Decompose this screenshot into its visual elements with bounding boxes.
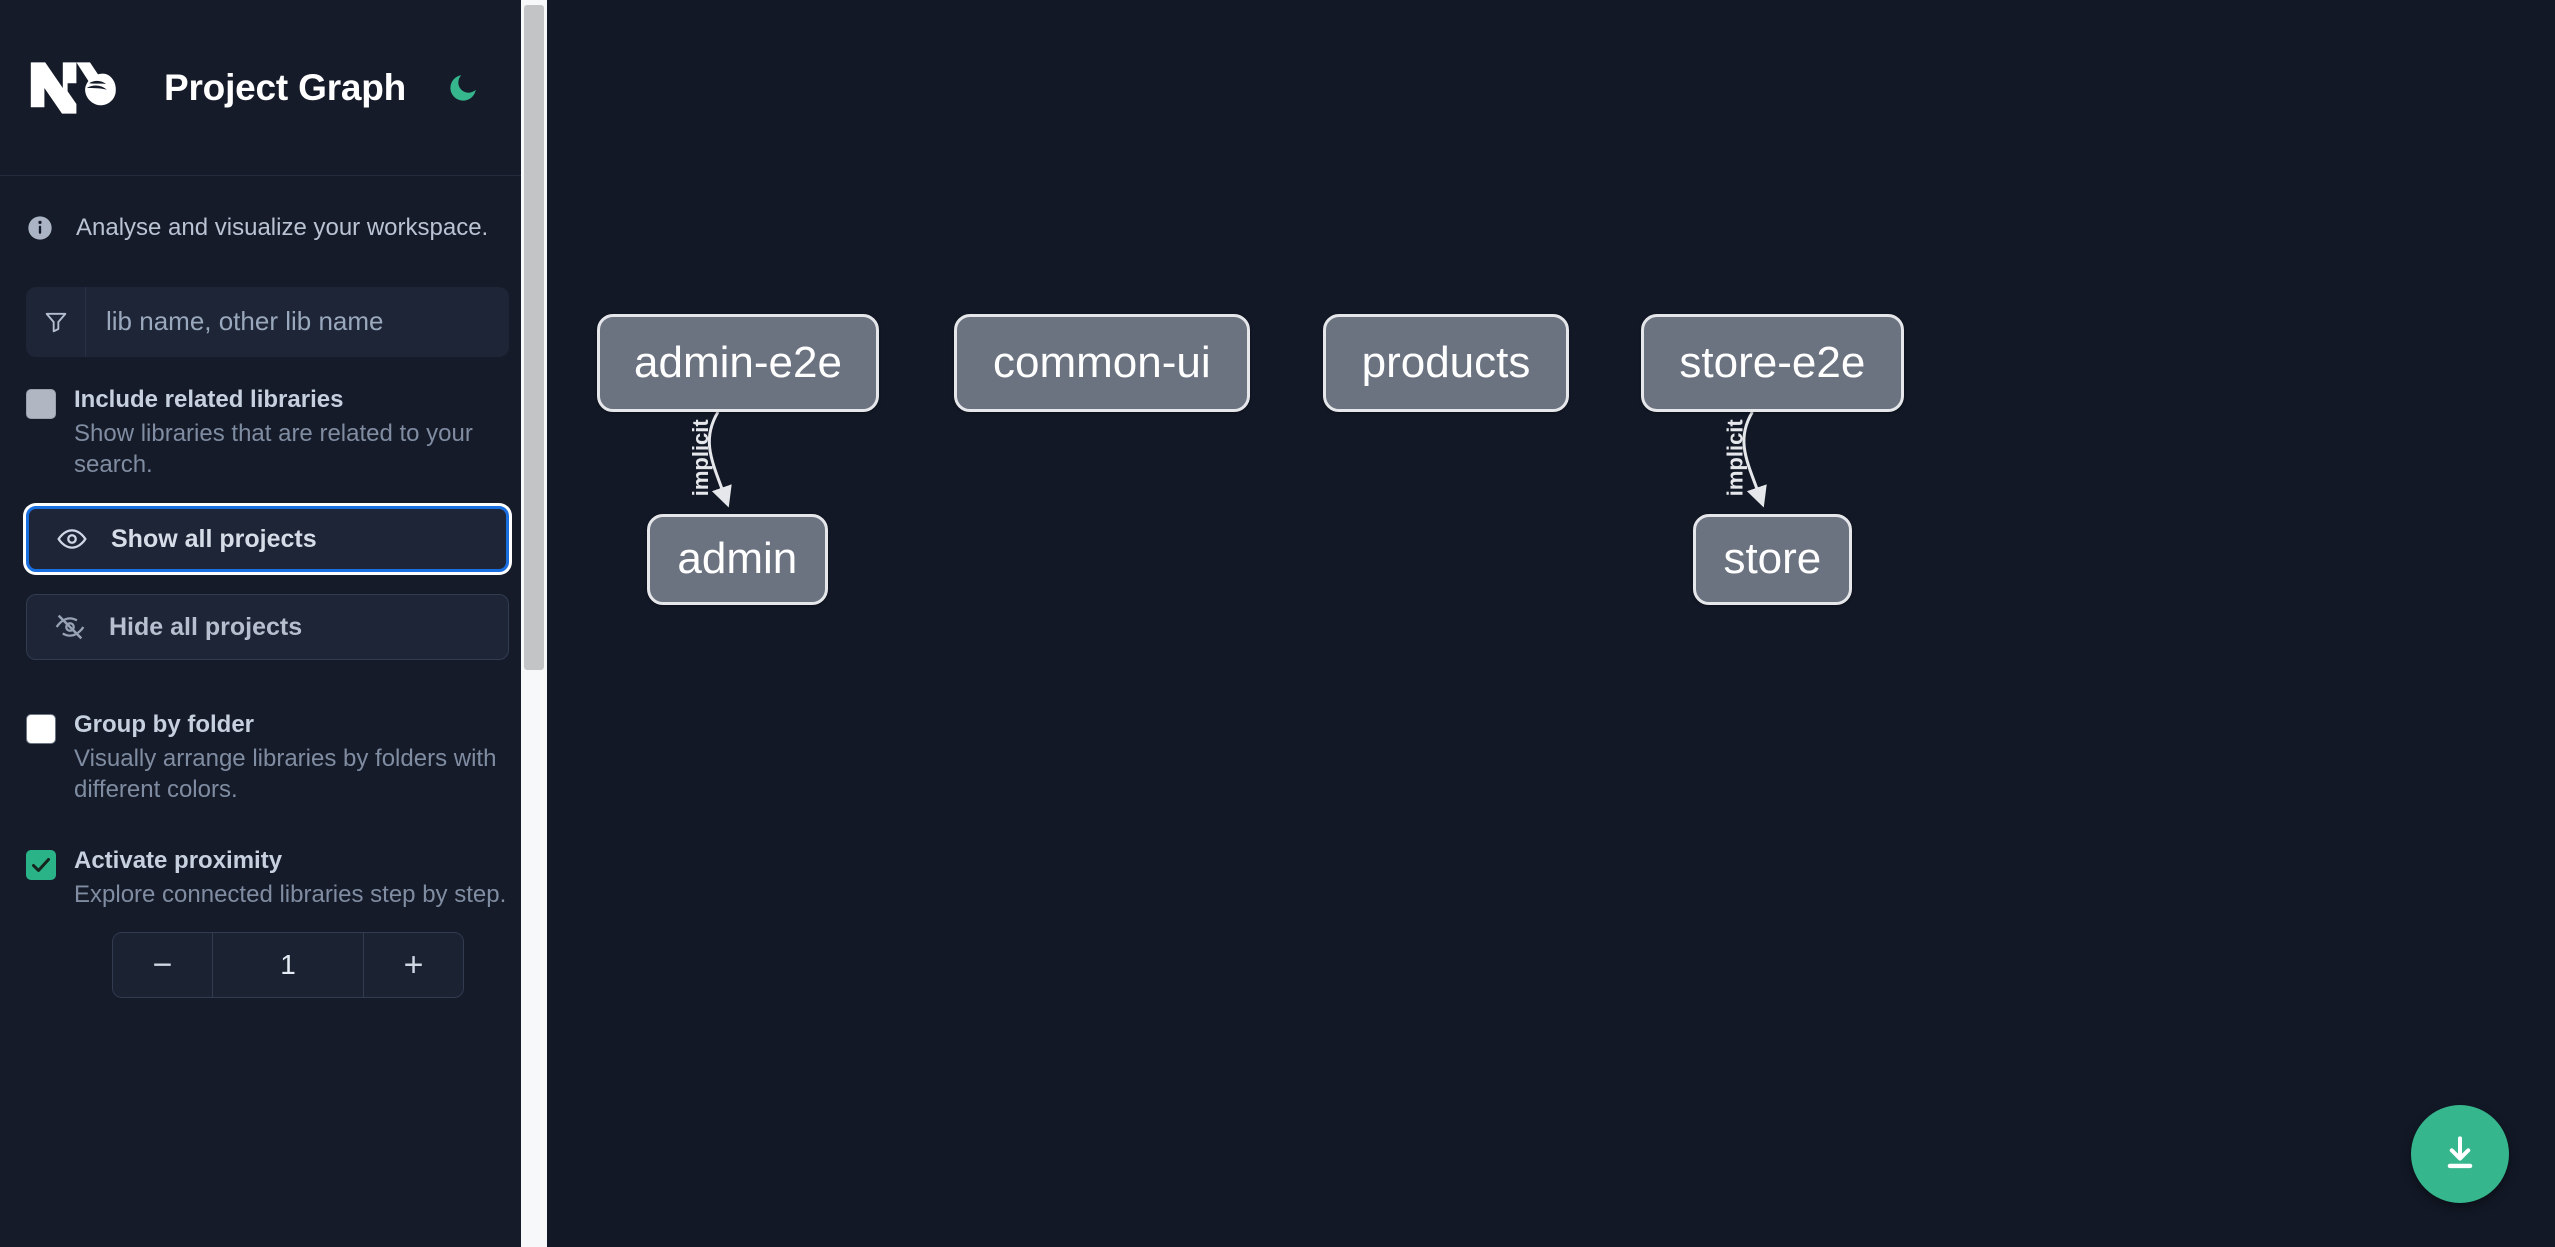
graph-node-store[interactable]: store xyxy=(1693,513,1852,605)
graph-edge-admin-e2e-to-admin xyxy=(707,411,732,508)
graph-canvas[interactable]: implicit implicit admin-e2e common-ui produ… xyxy=(547,0,2555,1247)
moon-icon[interactable] xyxy=(442,67,484,109)
graph-node-store-e2e[interactable]: store-e2e xyxy=(1640,314,1904,412)
graph-edge-store-e2e-to-store xyxy=(1742,411,1767,508)
show-all-projects-button[interactable]: Show all projects xyxy=(26,506,509,573)
proximity-stepper-wrap: − 1 + xyxy=(0,910,547,999)
include-related-libraries-checkbox[interactable] xyxy=(26,388,56,419)
show-all-projects-label: Show all projects xyxy=(111,524,317,553)
workspace-info-text: Analyse and visualize your workspace. xyxy=(76,214,489,241)
group-by-folder-checkbox[interactable] xyxy=(26,714,56,745)
activate-proximity-label: Activate proximity xyxy=(74,846,283,874)
option-group-by-folder[interactable]: Group by folder Visually arrange librari… xyxy=(0,682,547,805)
graph-node-admin[interactable]: admin xyxy=(646,513,829,605)
group-by-folder-label: Group by folder xyxy=(74,711,254,739)
option-activate-proximity[interactable]: Activate proximity Explore connected lib… xyxy=(0,806,547,911)
nx-logo-icon xyxy=(26,56,122,120)
proximity-decrement-button[interactable]: − xyxy=(113,933,213,998)
filter-row xyxy=(0,243,547,357)
hide-all-projects-button[interactable]: Hide all projects xyxy=(26,594,509,661)
proximity-increment-button[interactable]: + xyxy=(363,933,463,998)
workspace-info: Analyse and visualize your workspace. xyxy=(0,176,547,243)
info-icon xyxy=(26,214,54,242)
activate-proximity-description: Explore connected libraries step by step… xyxy=(74,880,507,908)
include-related-libraries-label: Include related libraries xyxy=(74,385,344,413)
search-input[interactable] xyxy=(86,286,509,357)
sidebar: Project Graph Analyse and visualize your… xyxy=(0,0,547,1247)
graph-edge-label: implicit xyxy=(688,419,713,497)
graph-node-common-ui[interactable]: common-ui xyxy=(953,314,1250,412)
option-include-related-libraries[interactable]: Include related libraries Show libraries… xyxy=(0,357,547,480)
proximity-stepper[interactable]: − 1 + xyxy=(112,932,464,999)
graph-edge-label: implicit xyxy=(1722,419,1747,497)
eye-off-icon xyxy=(53,610,87,644)
funnel-icon xyxy=(26,286,86,357)
graph-node-admin-e2e[interactable]: admin-e2e xyxy=(597,314,879,412)
filter-box[interactable] xyxy=(26,286,509,357)
download-button[interactable] xyxy=(2411,1105,2509,1203)
graph-edge-layer: implicit implicit xyxy=(688,411,1767,508)
include-related-libraries-description: Show libraries that are related to your … xyxy=(74,419,473,478)
sidebar-header: Project Graph xyxy=(0,0,547,176)
page-title: Project Graph xyxy=(164,66,407,108)
visibility-buttons: Show all projects Hide all projects xyxy=(0,480,547,661)
sidebar-scrollbar-thumb[interactable] xyxy=(524,5,544,670)
sidebar-scrollbar-track[interactable] xyxy=(521,0,547,1247)
group-by-folder-description: Visually arrange libraries by folders wi… xyxy=(74,745,497,803)
proximity-value: 1 xyxy=(213,933,363,998)
graph-node-products[interactable]: products xyxy=(1323,314,1569,412)
hide-all-projects-label: Hide all projects xyxy=(109,612,303,641)
activate-proximity-checkbox[interactable] xyxy=(26,849,56,880)
eye-icon xyxy=(55,522,89,556)
